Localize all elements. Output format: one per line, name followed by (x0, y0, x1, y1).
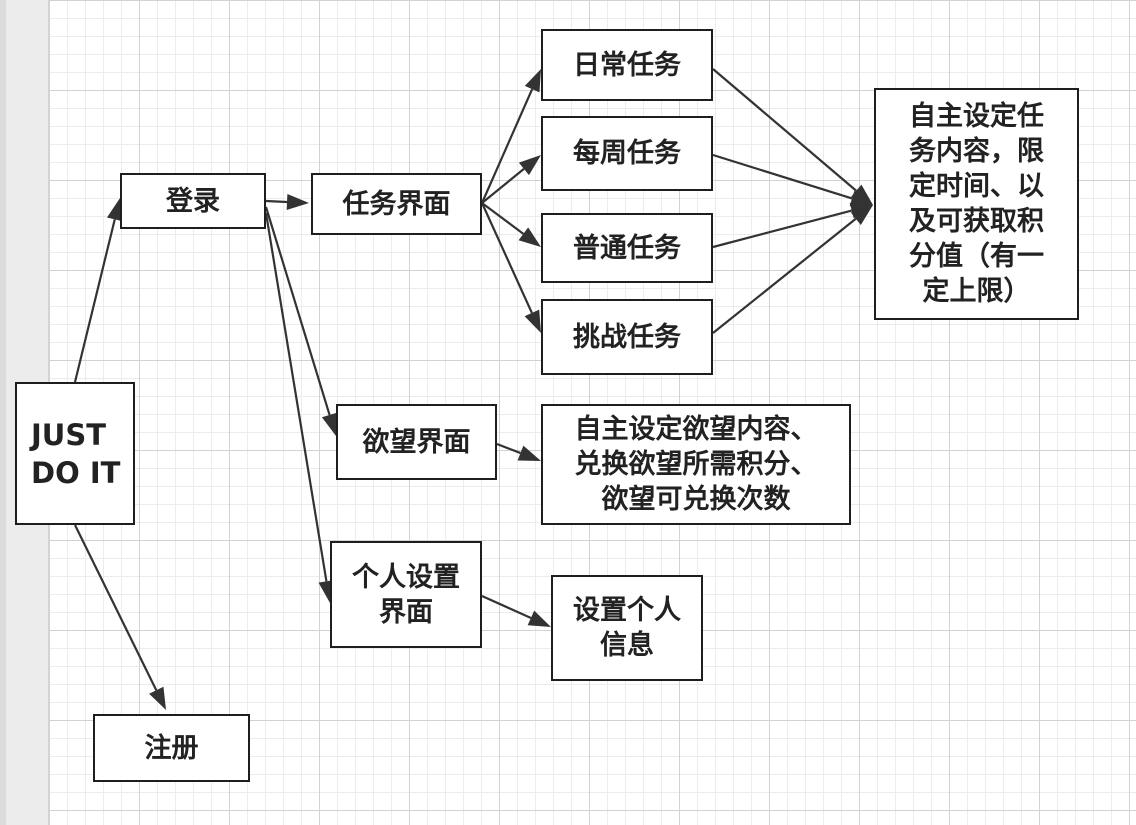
node-weekly-task[interactable]: 每周任务 (541, 116, 713, 191)
node-login[interactable]: 登录 (120, 173, 266, 229)
node-task-note[interactable]: 自主设定任 务内容，限 定时间、以 及可获取积 分值（有一 定上限） (874, 88, 1079, 320)
node-register[interactable]: 注册 (93, 714, 250, 782)
node-personal-ui[interactable]: 个人设置 界面 (330, 541, 482, 648)
node-task-ui[interactable]: 任务界面 (311, 173, 482, 235)
node-challenge-task[interactable]: 挑战任务 (541, 299, 713, 375)
node-desire-ui[interactable]: 欲望界面 (336, 404, 497, 480)
node-desire-note[interactable]: 自主设定欲望内容、 兑换欲望所需积分、 欲望可兑换次数 (541, 404, 851, 525)
node-daily-task[interactable]: 日常任务 (541, 29, 713, 101)
node-normal-task[interactable]: 普通任务 (541, 213, 713, 283)
node-just-do-it[interactable]: JUST DO IT (15, 382, 135, 525)
node-personal-note[interactable]: 设置个人 信息 (551, 575, 703, 681)
